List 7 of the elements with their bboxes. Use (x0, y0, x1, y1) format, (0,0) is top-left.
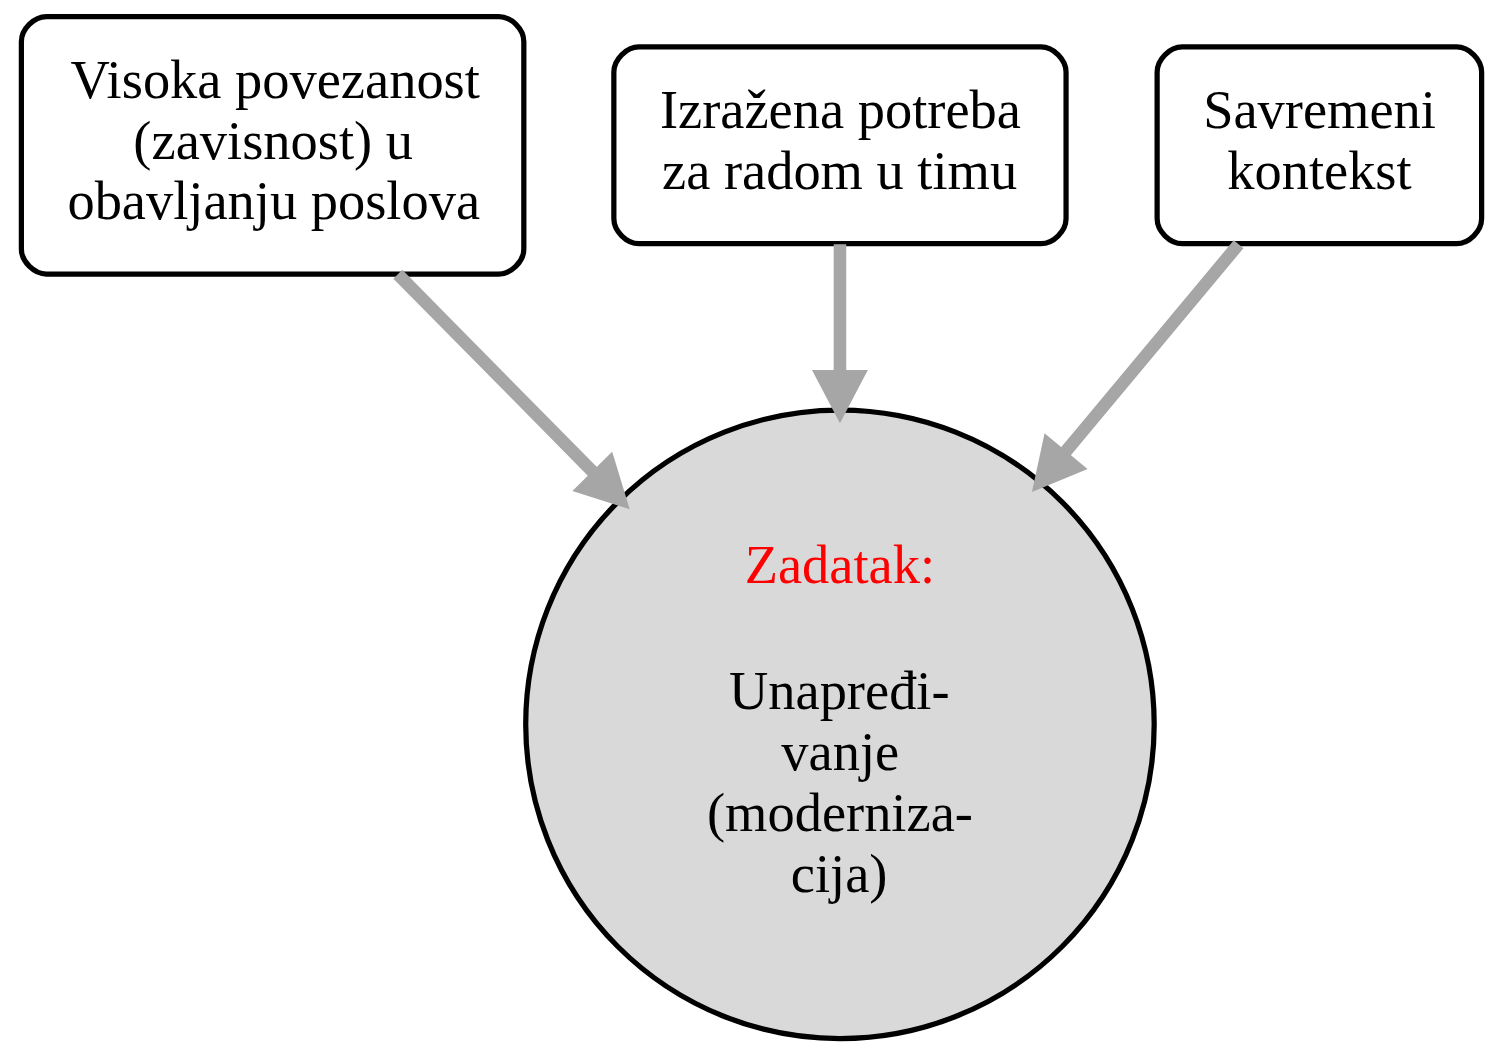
arrow (812, 244, 868, 424)
node-box: Savremeni kontekst (1154, 44, 1485, 247)
node-circle: Zadatak: Unapređi- vanje (moderniza- cija) (523, 407, 1157, 1042)
node-box: Izražena potreba za radom u timu (611, 44, 1069, 247)
arrow (393, 269, 630, 510)
node-box: Visoka povezanost (zavisnost) u obavljanju poslova (18, 13, 527, 277)
arrow (1031, 240, 1244, 493)
